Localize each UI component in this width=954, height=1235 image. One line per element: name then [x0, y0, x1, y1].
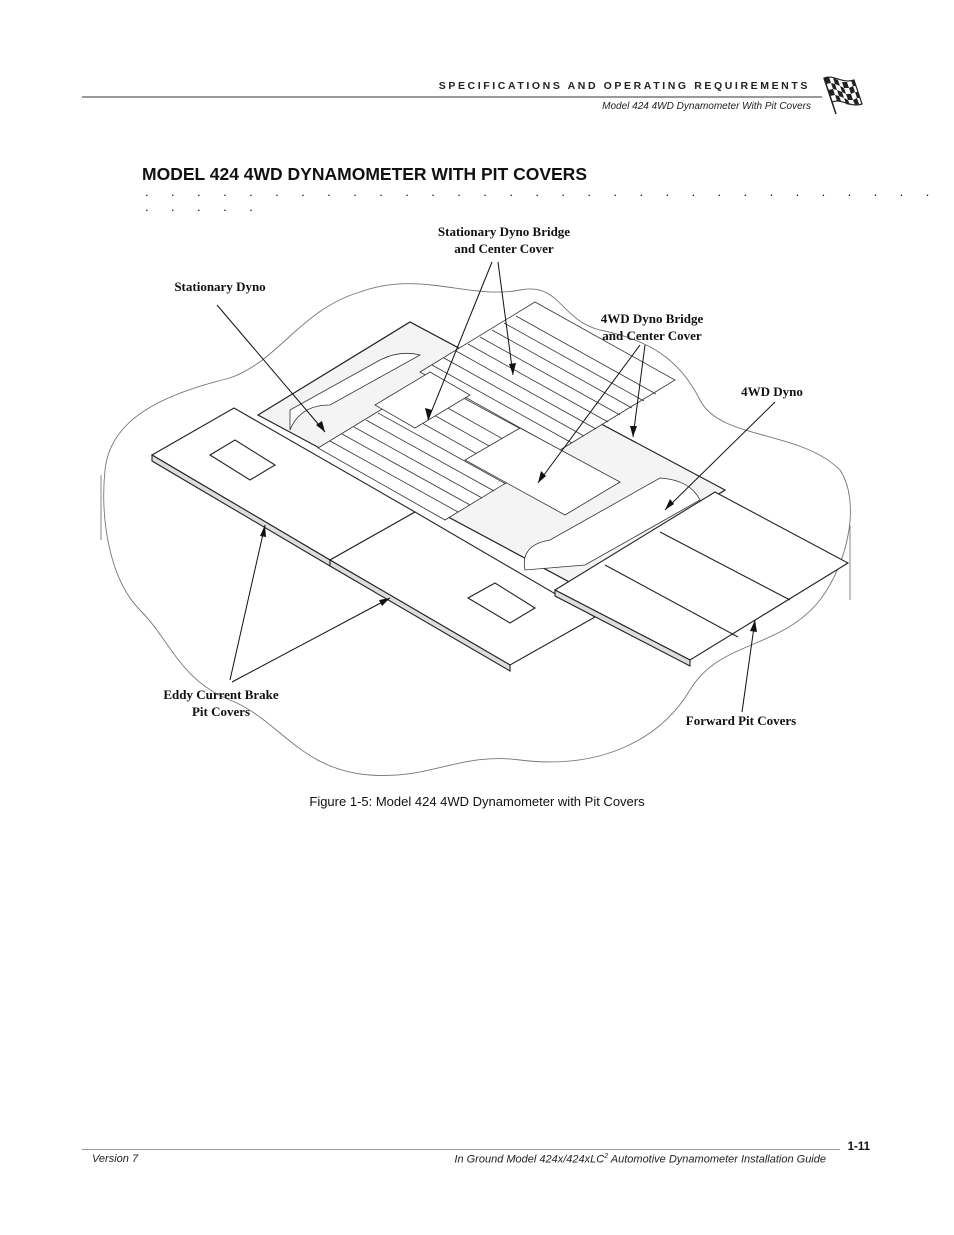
- callout-stationary-bridge: Stationary Dyno Bridge and Center Cover: [437, 224, 571, 256]
- callout-forward-pit: Forward Pit Covers: [685, 713, 797, 728]
- callout-eddy-current: Eddy Current Brake Pit Covers: [163, 687, 279, 719]
- footer-guide-title-pre: In Ground Model 424x/424xLC: [454, 1153, 605, 1166]
- running-header-subtitle: Model 424 4WD Dynamometer With Pit Cover…: [602, 101, 811, 112]
- fwd-bridge-grate: [419, 301, 676, 451]
- callout-stationary-dyno: Stationary Dyno: [174, 279, 266, 294]
- ground-outline: [103, 283, 851, 777]
- center-cover: [464, 427, 621, 516]
- running-header-title: SPECIFICATIONS AND OPERATING REQUIREMENT…: [438, 80, 810, 92]
- rollers: [289, 352, 701, 571]
- leader-lines: [216, 261, 776, 713]
- dotted-rule: . . . . . . . . . . . . . . . . . . . . …: [145, 184, 939, 214]
- callout-4wd-bridge: 4WD Dyno Bridge and Center Cover: [600, 311, 704, 343]
- figure-caption: Figure 1-5: Model 424 4WD Dynamometer wi…: [309, 794, 645, 809]
- dynamometer-figure: [100, 261, 851, 777]
- footer-rule: [82, 1149, 840, 1150]
- footer-guide-title-sup: 2: [604, 1153, 609, 1160]
- checkered-flag-icon: [823, 76, 863, 115]
- header-rule: [82, 96, 822, 98]
- footer-guide-title-post: Automotive Dynamometer Installation Guid…: [608, 1153, 826, 1166]
- callout-4wd-dyno: 4WD Dyno: [741, 384, 803, 399]
- footer-guide-title: In Ground Model 424x/424xLC2 Automotive …: [330, 1153, 826, 1166]
- section-title: MODEL 424 4WD DYNAMOMETER WITH PIT COVER…: [142, 164, 587, 184]
- forward-covers: [553, 491, 850, 667]
- arrow-heads: [260, 363, 757, 632]
- page-number: 1-11: [847, 1141, 870, 1153]
- footer-version: Version 7: [92, 1153, 139, 1165]
